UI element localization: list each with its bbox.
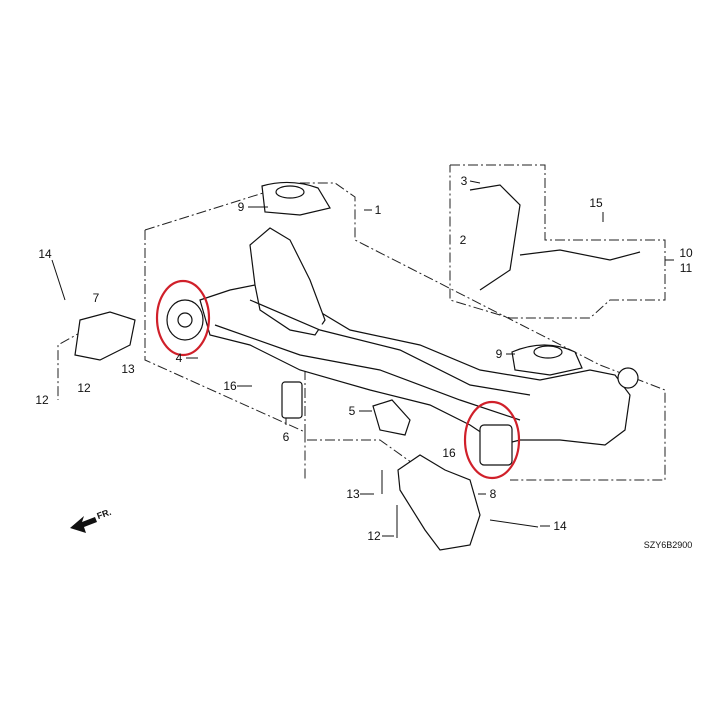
diagram-code: SZY6B2900 — [643, 540, 693, 550]
label-13: 13 — [346, 487, 360, 501]
highlight-right-bushing — [463, 400, 521, 480]
leader-lines — [51, 180, 674, 538]
label-1: 1 — [374, 203, 382, 217]
label-14: 14 — [38, 247, 52, 261]
label-2: 2 — [459, 233, 467, 247]
label-13: 13 — [121, 362, 135, 376]
label-9: 9 — [237, 200, 245, 214]
label-8: 8 — [489, 487, 497, 501]
label-7: 7 — [92, 291, 100, 305]
label-12: 12 — [77, 381, 91, 395]
front-arrow-icon — [70, 516, 97, 533]
label-5: 5 — [348, 404, 356, 418]
label-9: 9 — [495, 347, 503, 361]
label-12: 12 — [367, 529, 381, 543]
label-10: 10 — [679, 246, 693, 260]
label-3: 3 — [460, 174, 468, 188]
label-15: 15 — [589, 196, 603, 210]
highlight-circles — [155, 279, 521, 480]
label-12: 12 — [35, 393, 49, 407]
axle-beam-shape — [74, 181, 641, 551]
label-11: 11 — [679, 261, 693, 275]
label-4: 4 — [175, 351, 183, 365]
highlight-left-bushing — [155, 279, 211, 357]
label-14: 14 — [553, 519, 567, 533]
label-6: 6 — [282, 430, 290, 444]
label-16: 16 — [223, 379, 237, 393]
label-16: 16 — [442, 446, 456, 460]
